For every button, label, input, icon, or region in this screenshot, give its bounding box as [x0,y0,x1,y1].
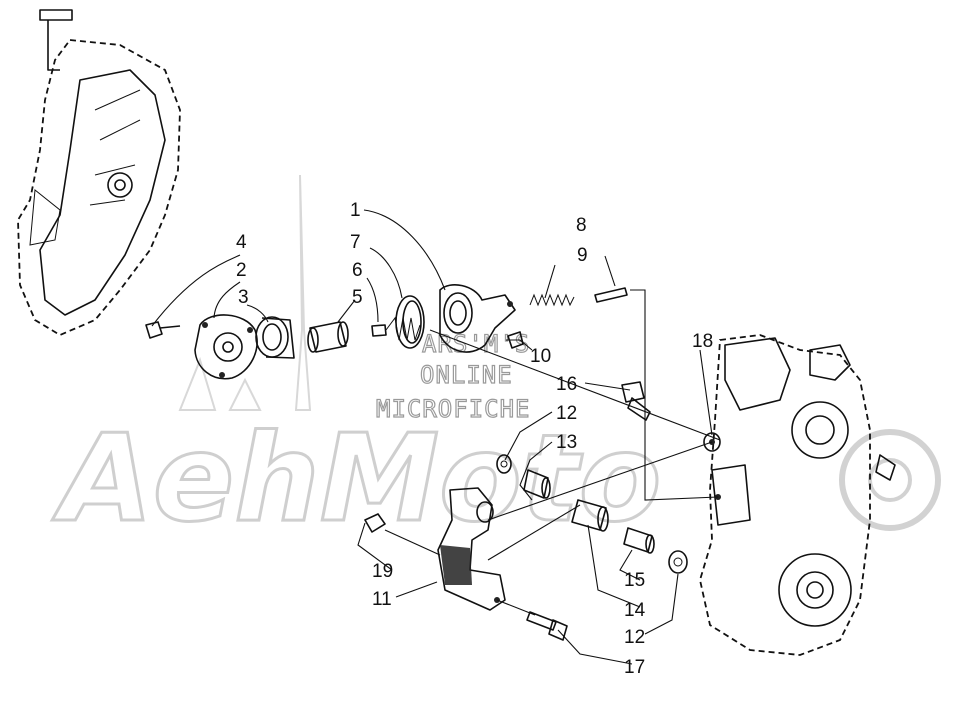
part-11-arm [437,487,506,611]
callout-14: 14 [624,600,646,621]
part-1-housing [439,284,516,353]
part-10-screw [507,331,524,349]
part-7-seal [395,295,425,349]
callout-7: 7 [350,232,361,253]
callout-19: 19 [372,561,393,582]
callout-12-lower: 12 [624,627,645,648]
watermark-line-3: MICROFICHE [376,395,531,423]
part-3-ring [255,316,295,359]
part-19-nut [364,513,386,533]
part-12-washer-left [496,454,512,474]
right-chaincase [699,334,896,656]
callout-3: 3 [238,287,249,308]
callout-11: 11 [372,589,392,610]
callout-1: 1 [350,200,361,221]
part-12-washer-lower [668,550,688,574]
callout-5: 5 [352,287,363,308]
callout-4: 4 [236,232,247,253]
watermark-logo: AehMoto [52,410,661,549]
callout-13: 13 [556,432,577,453]
left-chaincase-cover [17,9,181,337]
part-13-bushing [523,469,551,499]
part-4-bolt [145,321,181,339]
leader-lines [151,209,721,665]
watermark: AehMoto ARS'M'S ONLINE MICROFICHE [51,174,941,551]
callout-2: 2 [236,260,247,281]
callout-15: 15 [624,570,645,591]
callouts: 1 2 3 4 5 6 7 8 9 10 11 12 13 14 15 16 1… [236,200,713,678]
callout-16: 16 [556,374,577,395]
part-14-bushing [571,499,609,532]
part-8-spring [529,293,575,307]
part-9-pin [594,287,628,303]
callout-10: 10 [530,346,551,367]
callout-17: 17 [624,657,645,678]
part-17-bolt [526,611,568,641]
callout-8: 8 [576,215,587,236]
callout-6: 6 [352,260,363,281]
callout-12-upper: 12 [556,403,577,424]
part-5-piston [307,321,349,353]
part-16-bolt [621,381,651,421]
part-15-sleeve [623,527,655,554]
callout-9: 9 [577,245,588,266]
part-2-cover [194,314,258,380]
callout-18: 18 [692,331,713,352]
watermark-line-2: ONLINE [420,361,513,389]
